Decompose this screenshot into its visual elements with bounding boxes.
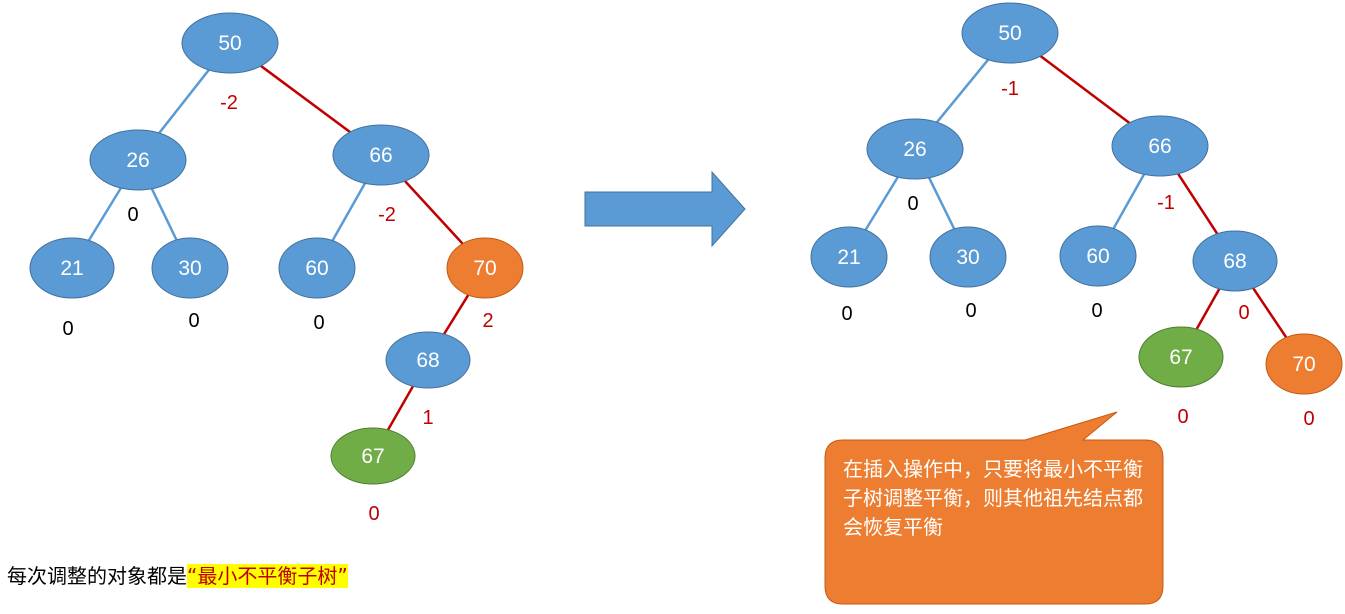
node-m30: 30	[929, 226, 1007, 288]
node-n66: 66	[332, 124, 430, 186]
node-label: 60	[1086, 245, 1109, 268]
caption-prefix: 每次调整的对象都是	[7, 564, 187, 588]
balance-factor-m26: 0	[907, 193, 918, 215]
edge-n66-n70	[404, 180, 464, 245]
node-shape	[1138, 326, 1224, 388]
balance-factor-n66: -2	[378, 204, 396, 226]
node-n50: 50	[181, 12, 279, 74]
node-shape	[181, 12, 279, 74]
node-label: 66	[1148, 135, 1171, 158]
node-label: 50	[998, 22, 1021, 45]
node-n21: 21	[29, 237, 115, 299]
callout-bubble	[824, 411, 1164, 605]
node-m50: 50	[961, 2, 1059, 64]
balance-factor-n70: 2	[482, 310, 493, 332]
node-shape	[810, 226, 888, 288]
node-label: 26	[903, 138, 926, 161]
node-label: 68	[1223, 250, 1246, 273]
edges-layer	[87, 55, 1288, 431]
edge-n68-n67	[386, 385, 415, 431]
edge-m26-m21	[864, 176, 899, 231]
node-label: 68	[416, 349, 439, 372]
edge-m50-m66	[1039, 55, 1131, 124]
node-n26: 26	[89, 129, 187, 191]
node-shape	[330, 427, 416, 485]
balance-factor-n26: 0	[127, 204, 138, 226]
node-label: 30	[956, 246, 979, 269]
edge-m66-m68	[1177, 173, 1219, 235]
node-m21: 21	[810, 226, 888, 288]
node-n60: 60	[278, 237, 356, 299]
edge-n26-n21	[87, 187, 122, 242]
node-shape	[385, 331, 471, 389]
balance-factor-n67: 0	[368, 503, 379, 525]
balance-factor-m66: -1	[1157, 192, 1175, 214]
node-shape	[332, 124, 430, 186]
node-label: 67	[361, 445, 384, 468]
node-n70: 70	[446, 237, 524, 299]
node-m68: 68	[1192, 230, 1278, 292]
node-m66: 66	[1111, 115, 1209, 177]
balance-factor-n60: 0	[313, 312, 324, 334]
balance-factor-m60: 0	[1091, 300, 1102, 322]
node-shape	[1111, 115, 1209, 177]
node-label: 50	[218, 32, 241, 55]
node-label: 21	[837, 246, 860, 269]
balance-factor-n50: -2	[220, 92, 238, 114]
node-n68: 68	[385, 331, 471, 389]
edge-m50-m26	[935, 58, 990, 124]
node-label: 60	[305, 257, 328, 280]
edge-n70-n68	[442, 294, 470, 335]
callout-text: 在插入操作中，只要将最小不平衡子树调整平衡，则其他祖先结点都会恢复平衡	[843, 457, 1143, 539]
node-label: 70	[1292, 353, 1315, 376]
node-label: 21	[60, 257, 83, 280]
balance-factor-m68: 0	[1238, 302, 1249, 324]
transform-arrow-icon	[584, 170, 746, 248]
node-shape	[929, 226, 1007, 288]
balance-factor-m70: 0	[1303, 408, 1314, 430]
node-label: 67	[1169, 346, 1192, 369]
node-label: 70	[473, 257, 496, 280]
node-shape	[89, 129, 187, 191]
node-label: 66	[369, 144, 392, 167]
node-label: 30	[178, 257, 201, 280]
node-shape	[1192, 230, 1278, 292]
node-shape	[866, 118, 964, 180]
edge-m66-m60	[1112, 173, 1146, 230]
node-shape	[446, 237, 524, 299]
node-shape	[1059, 225, 1137, 287]
node-m26: 26	[866, 118, 964, 180]
node-shape	[151, 237, 229, 299]
edge-n66-n60	[331, 182, 367, 242]
edge-m68-m67	[1195, 288, 1221, 330]
balance-factor-m67: 0	[1177, 406, 1188, 428]
edge-m26-m30	[927, 177, 956, 230]
balance-factor-n21: 0	[62, 318, 73, 340]
balance-factor-m30: 0	[965, 300, 976, 322]
node-m70: 70	[1265, 333, 1343, 395]
node-shape	[961, 2, 1059, 64]
node-label: 26	[126, 149, 149, 172]
node-shape	[29, 237, 115, 299]
node-shape	[1265, 333, 1343, 395]
node-m67: 67	[1138, 326, 1224, 388]
balance-factor-n68: 1	[422, 407, 433, 429]
caption-highlight: “最小不平衡子树”	[187, 564, 348, 588]
edge-m68-m70	[1252, 287, 1288, 339]
node-shape	[278, 237, 356, 299]
balance-factor-m50: -1	[1001, 78, 1019, 100]
edge-n50-n66	[260, 64, 351, 134]
edge-n26-n30	[150, 188, 178, 241]
node-m60: 60	[1059, 225, 1137, 287]
balance-factor-n30: 0	[188, 310, 199, 332]
balance-factor-m21: 0	[841, 303, 852, 325]
caption: 每次调整的对象都是“最小不平衡子树”	[7, 560, 348, 589]
node-n67: 67	[330, 427, 416, 485]
node-n30: 30	[151, 237, 229, 299]
edge-n50-n26	[158, 69, 210, 134]
